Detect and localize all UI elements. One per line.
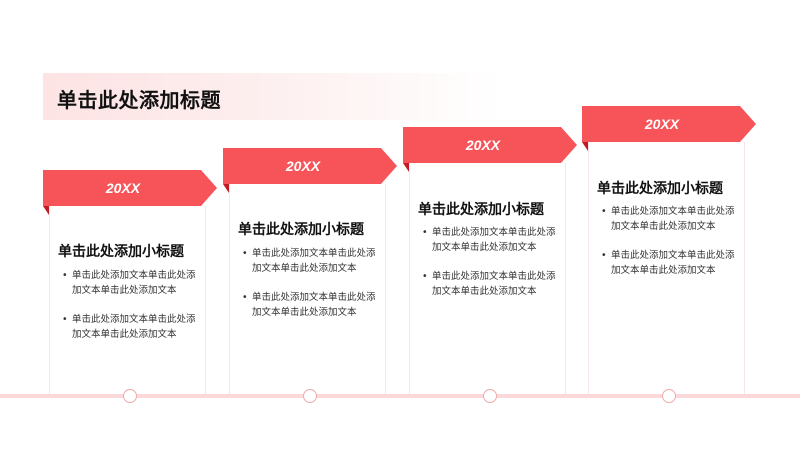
ribbon-arrow-icon <box>43 170 217 215</box>
bullet-icon: • <box>601 250 607 261</box>
card-bullet[interactable]: • 单击此处添加文本单击此处添加文本单击此处添加文本 <box>422 271 556 297</box>
timeline-node-4 <box>662 389 676 403</box>
page-title[interactable]: 单击此处添加标题 <box>57 88 221 112</box>
ribbon-arrow-icon <box>582 106 756 151</box>
year-ribbon-3: 20XX <box>403 127 577 172</box>
card-subtitle[interactable]: 单击此处添加小标题 <box>238 222 364 238</box>
card-bullet[interactable]: • 单击此处添加文本单击此处添加文本单击此处添加文本 <box>62 314 196 340</box>
title-banner: 单击此处添加标题 <box>43 73 503 120</box>
timeline-card-4: 单击此处添加小标题 • 单击此处添加文本单击此处添加文本单击此处添加文本 • 单… <box>588 142 745 394</box>
card-bullet[interactable]: • 单击此处添加文本单击此处添加文本单击此处添加文本 <box>422 227 556 253</box>
timeline-node-2 <box>303 389 317 403</box>
bullet-icon: • <box>242 292 248 303</box>
year-ribbon-4: 20XX <box>582 106 756 151</box>
year-label[interactable]: 20XX <box>644 116 680 132</box>
bullet-icon: • <box>601 206 607 217</box>
card-bullet[interactable]: • 单击此处添加文本单击此处添加文本单击此处添加文本 <box>601 206 735 232</box>
ribbon-arrow-icon <box>223 148 397 193</box>
bullet-icon: • <box>422 271 428 282</box>
card-subtitle[interactable]: 单击此处添加小标题 <box>58 244 184 260</box>
year-ribbon-2: 20XX <box>223 148 397 193</box>
ribbon-arrow-icon <box>403 127 577 172</box>
card-subtitle[interactable]: 单击此处添加小标题 <box>418 202 544 218</box>
timeline-card-2: 单击此处添加小标题 • 单击此处添加文本单击此处添加文本单击此处添加文本 • 单… <box>229 184 386 394</box>
bullet-icon: • <box>62 314 68 325</box>
year-label[interactable]: 20XX <box>465 137 501 153</box>
bullet-icon: • <box>422 227 428 238</box>
timeline-line <box>0 394 800 398</box>
card-bullet[interactable]: • 单击此处添加文本单击此处添加文本单击此处添加文本 <box>242 248 376 274</box>
bullet-icon: • <box>242 248 248 259</box>
timeline-card-1: 单击此处添加小标题 • 单击此处添加文本单击此处添加文本单击此处添加文本 • 单… <box>49 206 206 394</box>
card-subtitle[interactable]: 单击此处添加小标题 <box>597 181 723 197</box>
card-bullet[interactable]: • 单击此处添加文本单击此处添加文本单击此处添加文本 <box>242 292 376 318</box>
bullet-icon: • <box>62 270 68 281</box>
year-label[interactable]: 20XX <box>285 158 321 174</box>
timeline-node-3 <box>483 389 497 403</box>
timeline-node-1 <box>123 389 137 403</box>
timeline-card-3: 单击此处添加小标题 • 单击此处添加文本单击此处添加文本单击此处添加文本 • 单… <box>409 163 566 394</box>
year-ribbon-1: 20XX <box>43 170 217 215</box>
card-bullet[interactable]: • 单击此处添加文本单击此处添加文本单击此处添加文本 <box>601 250 735 276</box>
year-label[interactable]: 20XX <box>105 180 141 196</box>
card-bullet[interactable]: • 单击此处添加文本单击此处添加文本单击此处添加文本 <box>62 270 196 296</box>
